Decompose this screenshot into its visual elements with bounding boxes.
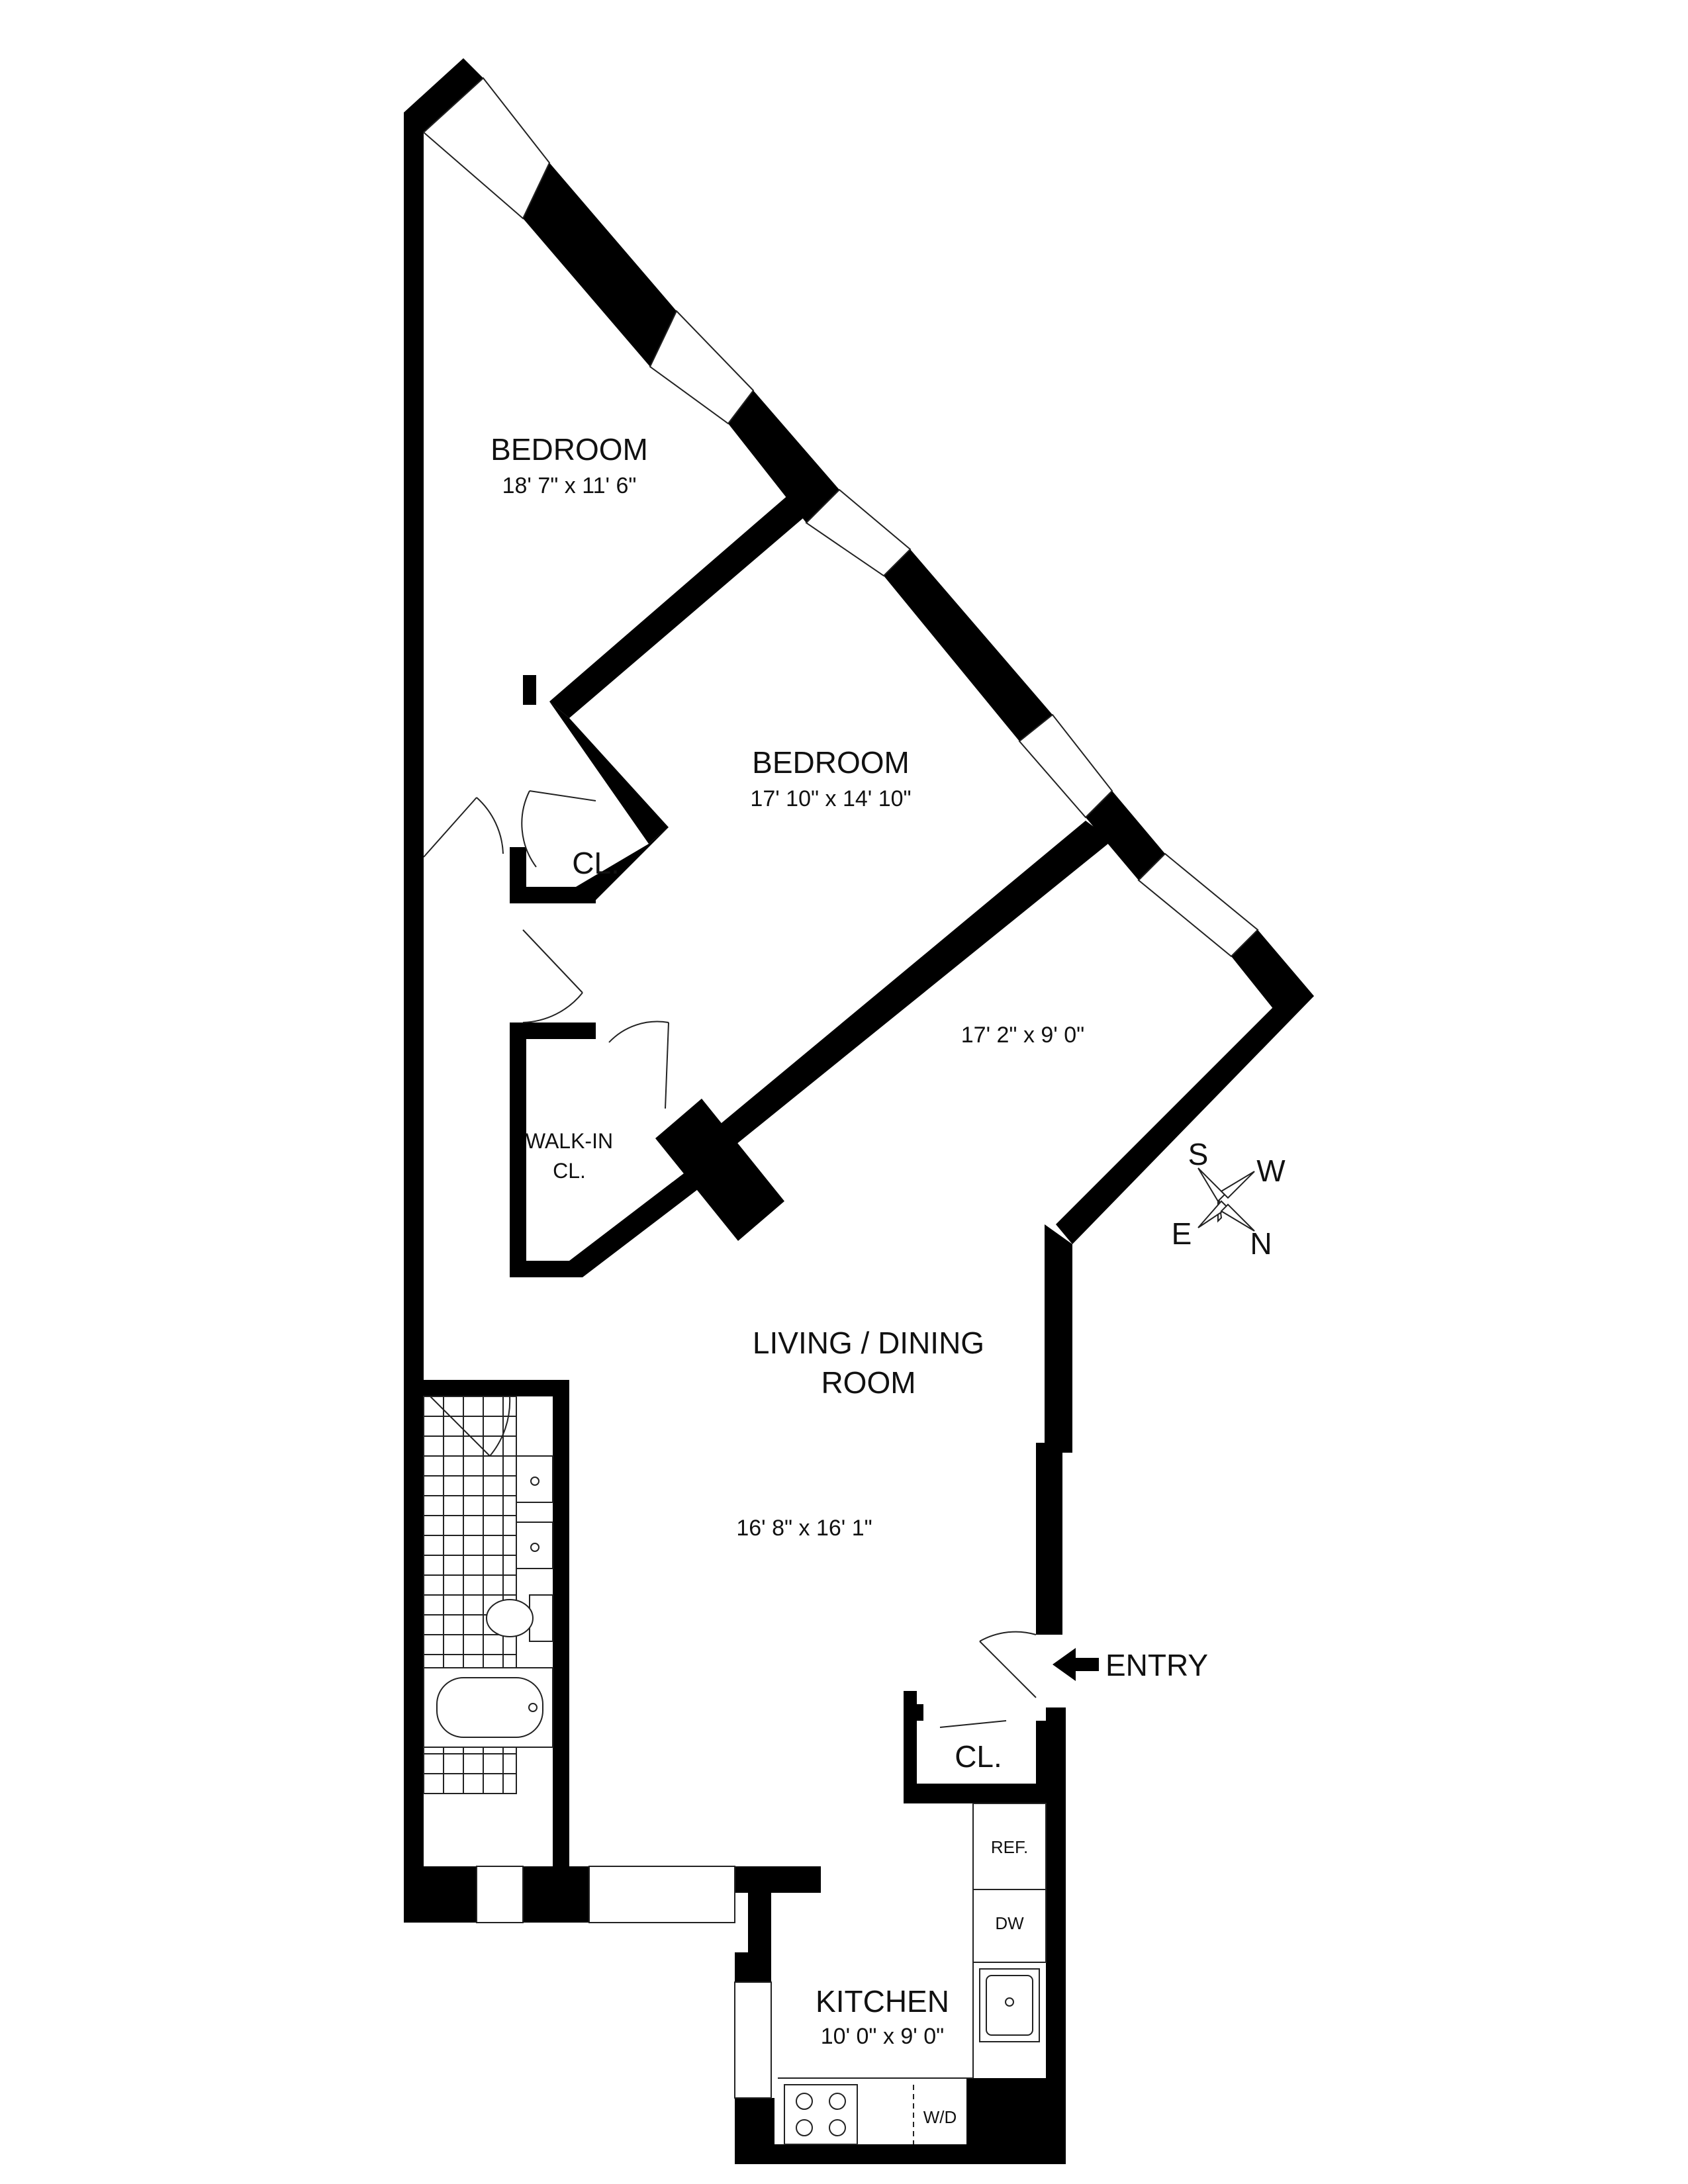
bathtub [423, 1667, 553, 1748]
dishwasher-label: DW [995, 1913, 1024, 1933]
dishwasher [972, 1889, 1047, 1963]
washer-dryer-label: W/D [923, 2107, 957, 2127]
compass-n: N [1250, 1226, 1272, 1261]
compass-w: W [1256, 1154, 1286, 1188]
living-room-name-line-1: LIVING / DINING [753, 1326, 984, 1360]
entry-arrow-icon [1053, 1648, 1099, 1681]
kitchen-name: KITCHEN [816, 1984, 949, 2019]
entry-closet-label: CL. [955, 1739, 1002, 1774]
walk-in-closet-label-line-2: CL. [553, 1159, 586, 1183]
compass-icon [1197, 1167, 1255, 1232]
exterior-walls [404, 58, 1314, 2164]
bathroom-fixtures [423, 1455, 553, 1748]
bedroom-2-dims: 17' 10" x 14' 10" [750, 786, 911, 811]
upper-living-dims: 17' 2" x 9' 0" [961, 1023, 1084, 1048]
doors [423, 790, 1037, 1728]
kitchen-fixtures [778, 1803, 1047, 2145]
refrigerator-label: REF. [991, 1837, 1028, 1857]
sink-2 [516, 1522, 553, 1569]
living-room-dims: 16' 8" x 16' 1" [736, 1516, 872, 1541]
entry-label: ENTRY [1105, 1648, 1208, 1682]
compass-e: E [1172, 1216, 1192, 1251]
windows [422, 77, 1259, 2099]
kitchen-dims: 10' 0" x 9' 0" [821, 2024, 944, 2049]
bedroom-closet-label: CL. [572, 846, 620, 880]
bedroom-2-name: BEDROOM [752, 745, 910, 780]
bedroom-1-dims: 18' 7" x 11' 6" [502, 473, 637, 498]
bedroom-1-name: BEDROOM [491, 432, 648, 467]
toilet-bowl [486, 1599, 534, 1637]
interior-walls [404, 490, 1112, 1876]
living-room-name-line-2: ROOM [821, 1365, 915, 1400]
compass-s: S [1188, 1137, 1209, 1171]
stove [784, 2084, 858, 2145]
walk-in-closet-label-line-1: WALK-IN [526, 1129, 613, 1153]
sink-1 [516, 1455, 553, 1503]
